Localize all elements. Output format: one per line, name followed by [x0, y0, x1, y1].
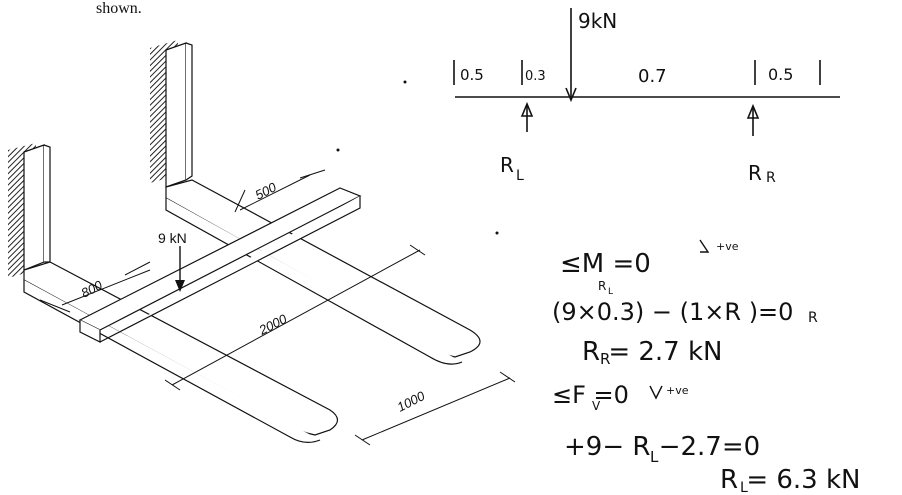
moment-sub2: L	[608, 287, 613, 297]
dim-fork-gap: 500	[253, 179, 280, 203]
moment-equation: ≤M =0	[560, 249, 651, 279]
left-upright	[23, 144, 45, 271]
beam-sketch	[453, 8, 840, 136]
beam-segment-4: 0.5	[768, 65, 793, 84]
solution-line-3-sub: R	[600, 350, 610, 368]
solution-line-2: (9×0.3) − (1×R )=0	[552, 298, 793, 326]
right-reaction-label: R	[748, 161, 762, 185]
dim-fork-length: 1000	[395, 388, 428, 415]
solution-line-5-sub: L	[650, 448, 659, 466]
left-reaction-label: R	[500, 153, 514, 177]
force-sub: V	[592, 399, 601, 413]
beam-segment-1: 0.5	[460, 66, 484, 84]
forklift-load-arrow	[175, 246, 185, 292]
moment-sign: +ve	[716, 240, 739, 253]
forklift-load-label: 9 kN	[158, 230, 187, 246]
beam-segment-3: 0.7	[638, 66, 667, 87]
solution-line-5: +9− R −2.7=0	[564, 432, 760, 462]
solution-line-6: R = 6.3 kN	[720, 465, 861, 495]
solution-line-6-sub: L	[740, 480, 748, 495]
force-equation: ≤F =0	[552, 381, 629, 409]
forklift-drawing	[8, 40, 481, 443]
moment-sub: R	[598, 279, 606, 293]
solution-line-3: R = 2.7 kN	[582, 337, 723, 367]
solution-block: ≤M =0 R L +ve (9×0.3) − (1×R )=0 R R = 2…	[552, 239, 861, 495]
moment-sign-arrow	[699, 239, 710, 253]
force-sign: +ve	[666, 384, 689, 397]
beam-segment-2: 0.3	[525, 69, 546, 84]
solution-line-2-sub: R	[808, 310, 818, 326]
force-sign-arrow	[649, 385, 663, 400]
dim-bar-length: 2000	[256, 311, 290, 338]
beam-load-label: 9kN	[578, 9, 617, 33]
stray-dot	[336, 148, 340, 152]
stray-dot	[495, 231, 499, 235]
stray-dot	[403, 80, 407, 84]
left-reaction-sub: L	[516, 168, 524, 184]
right-reaction-sub: R	[766, 170, 776, 186]
header-fragment: shown.	[96, 0, 142, 17]
forklift-dimensions	[39, 169, 516, 446]
right-upright	[165, 42, 187, 188]
